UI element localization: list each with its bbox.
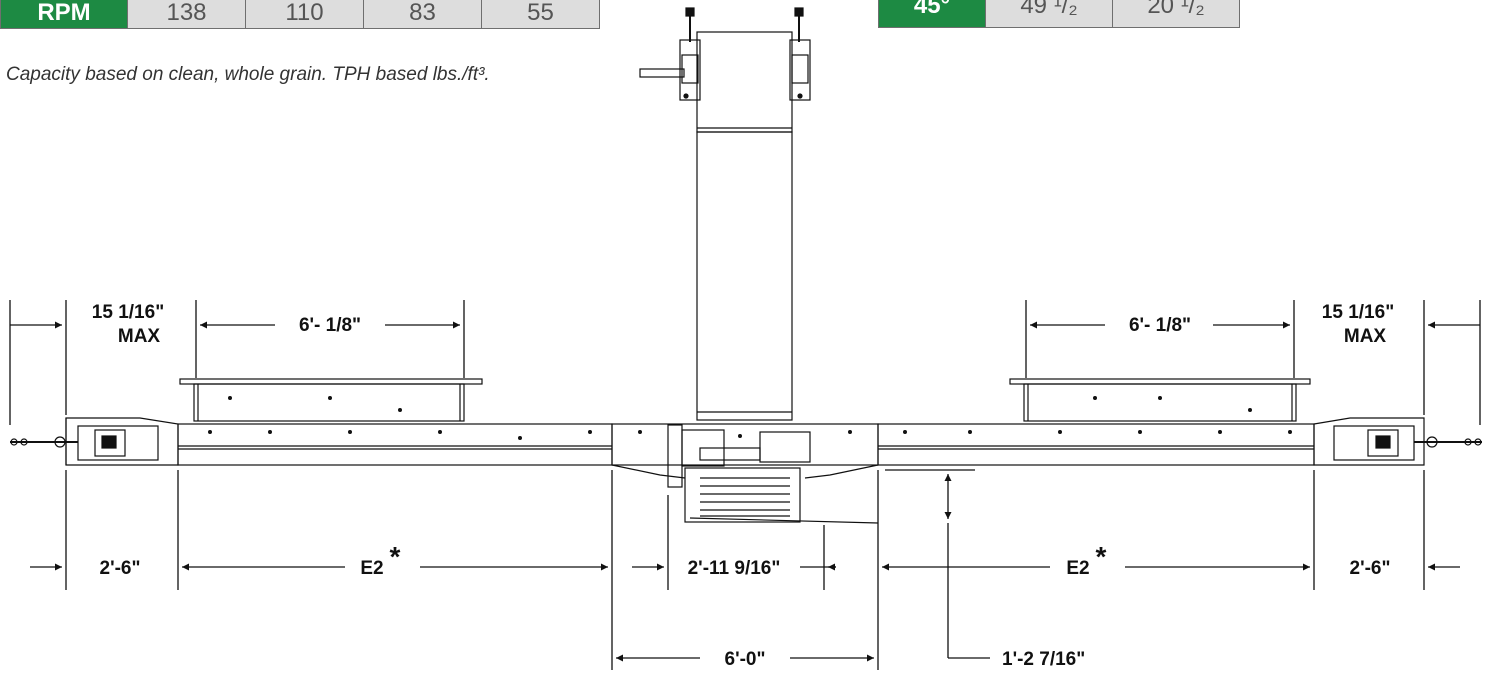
center-span-dimension: 6'-0" [725,649,766,670]
left-trough [177,423,613,466]
rpm-value: 55 [481,0,600,29]
angle-value: 20 ¹/₂ [1112,0,1240,28]
left-inlet-dimension: 6'- 1/8" [299,315,361,336]
center-width-dimension: 2'-11 9/16" [688,558,781,579]
rpm-value: 138 [127,0,246,29]
center-section [611,423,879,524]
rpm-table: RPM 138 110 83 55 [0,0,600,29]
head-section [639,7,811,421]
left-e2-asterisk: * [390,541,401,572]
drop-height-dimension: 1'-2 7/16" [1002,649,1085,670]
rpm-label: RPM [0,0,128,29]
right-max-dimension: 15 1/16" [1322,302,1394,323]
right-inlet [1009,378,1311,422]
left-end-dimension: 2'-6" [100,558,141,579]
angle-value: 49 ¹/₂ [985,0,1113,28]
bolts [208,396,1292,440]
right-inlet-dimension: 6'- 1/8" [1129,315,1191,336]
right-e2-dimension: E2 [1066,558,1089,579]
left-max-dimension: 15 1/16" [92,302,164,323]
right-trough [877,423,1315,466]
left-inlet [179,378,483,422]
rpm-value: 110 [245,0,364,29]
right-end-dimension: 2'-6" [1350,558,1391,579]
capacity-note: Capacity based on clean, whole grain. TP… [6,64,490,85]
left-e2-dimension: E2 [360,558,383,579]
right-e2-asterisk: * [1096,541,1107,572]
angle-label: 45° [878,0,986,28]
dimension-lines [9,300,1481,670]
left-max-label: MAX [118,326,161,347]
rpm-value: 83 [363,0,482,29]
right-max-label: MAX [1344,326,1387,347]
right-tail [1313,417,1482,466]
angle-table: 45° 49 ¹/₂ 20 ¹/₂ [878,0,1240,28]
left-tail [10,417,179,466]
